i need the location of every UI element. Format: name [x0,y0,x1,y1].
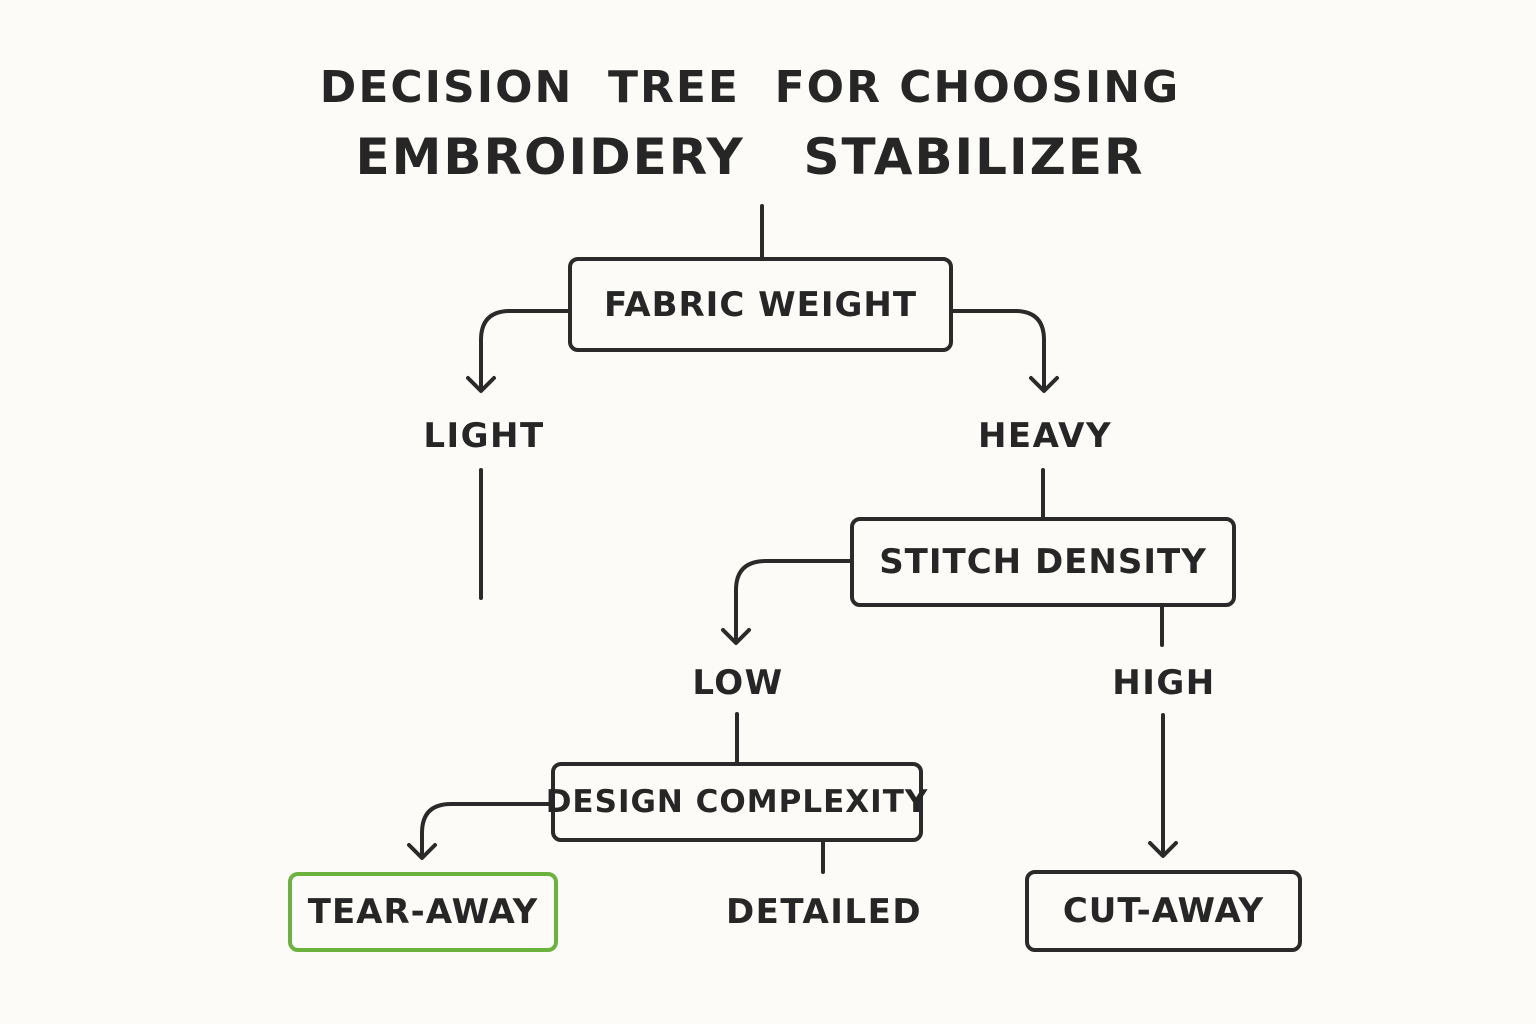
arrowhead-tearaway [407,843,437,860]
branch-label-low: LOW [692,663,784,703]
arrowhead-light [466,376,496,393]
node-cut-away-label: CUT-AWAY [1062,891,1265,931]
arrowhead-cutaway [1148,841,1178,858]
node-fabric-weight: FABRIC WEIGHT [568,257,953,352]
connector-design-to-tearaway [420,802,553,859]
node-stitch-density: STITCH DENSITY [850,517,1236,607]
node-stitch-density-label: STITCH DENSITY [879,542,1207,582]
title-line-2: EMBROIDERY STABILIZER [355,128,1145,186]
branch-label-light: LIGHT [423,416,545,456]
connector-fabric-to-light [479,309,570,392]
node-tear-away: TEAR-AWAY [288,872,558,952]
title-line-1: DECISION TREE FOR CHOOSING [319,62,1181,113]
node-tear-away-label: TEAR-AWAY [307,892,539,932]
node-fabric-weight-label: FABRIC WEIGHT [603,284,918,325]
branch-label-high: HIGH [1112,663,1216,703]
connector-fabric-to-heavy [951,309,1046,392]
arrowhead-heavy [1029,376,1059,393]
branch-label-heavy: HEAVY [977,416,1113,456]
node-cut-away: CUT-AWAY [1025,870,1302,952]
node-design-complexity-label: DESIGN COMPLEXITY [545,784,929,820]
node-design-complexity: DESIGN COMPLEXITY [546,762,927,842]
arrowhead-low [721,628,751,645]
connector-stitch-to-low [734,559,852,644]
branch-label-detailed: DETAILED [725,892,923,932]
